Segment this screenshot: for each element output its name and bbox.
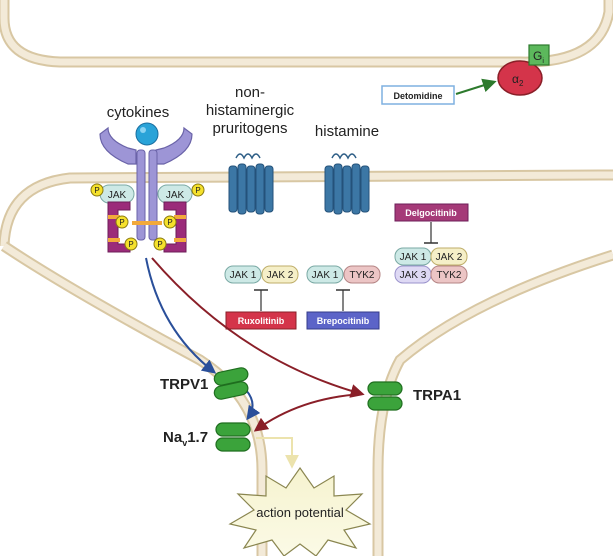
non-histaminergic-label-2: histaminergic (206, 102, 295, 119)
action-potential-burst (228, 466, 372, 556)
detomidine-box: Detomidine (381, 85, 455, 105)
svg-text:P: P (157, 240, 162, 249)
nav17-channel (215, 422, 251, 452)
gpcr-histamine (324, 153, 370, 215)
gpcr-non-histaminergic (228, 153, 274, 215)
svg-text:TYK2: TYK2 (349, 270, 374, 281)
trpv1-channel (213, 367, 249, 400)
non-histaminergic-label-1: non- (235, 84, 265, 101)
arrow-trpv1-to-nav (245, 389, 261, 421)
detomidine-arrow (455, 78, 497, 95)
svg-text:JAK 3: JAK 3 (400, 270, 427, 281)
svg-text:JAK 1: JAK 1 (230, 270, 257, 281)
svg-text:JAK 1: JAK 1 (400, 252, 427, 263)
delgocitinib-kinases: JAK 1 JAK 2 JAK 3 TYK2 (394, 247, 468, 284)
brepocitinib-kinases: JAK 1 TYK2 (306, 265, 381, 284)
axon-left-membrane (0, 241, 268, 556)
svg-text:P: P (94, 186, 99, 195)
svg-text:Delgocitinib: Delgocitinib (405, 208, 457, 218)
phosphate-groups: P P P P P P (90, 183, 205, 251)
delgocitinib-box: Delgocitinib (394, 203, 469, 222)
svg-text:Ruxolitinib: Ruxolitinib (238, 316, 285, 326)
ruxolitinib-kinases: JAK 1 JAK 2 (224, 265, 299, 284)
receptor-jak-right: JAK (157, 184, 193, 204)
arrow-cytokine-to-trpv1 (145, 257, 217, 374)
ruxolitinib-box: Ruxolitinib (225, 311, 297, 330)
nav17-label: Nav1.7 (163, 429, 208, 448)
stat-complex (107, 201, 187, 253)
trpv1-label: TRPV1 (160, 376, 208, 393)
trpa1-channel (367, 381, 403, 411)
svg-text:TYK2: TYK2 (436, 270, 461, 281)
arrow-trpa1-to-nav (253, 393, 363, 432)
arrow-cytokine-to-trpa1 (151, 257, 365, 398)
gi-protein: Gi (528, 44, 550, 66)
svg-text:JAK: JAK (166, 190, 185, 201)
receptor-jak-left: JAK (99, 184, 135, 204)
action-potential-label: action potential (256, 505, 344, 520)
svg-text:JAK 2: JAK 2 (436, 252, 463, 263)
brepocitinib-box: Brepocitinib (306, 311, 380, 330)
svg-text:P: P (119, 218, 124, 227)
upper-cell-membrane (0, 0, 613, 68)
alpha2-label: α2 (512, 72, 524, 88)
non-histaminergic-label-3: pruritogens (212, 120, 287, 137)
svg-text:Brepocitinib: Brepocitinib (317, 316, 370, 326)
svg-text:P: P (128, 240, 133, 249)
arrow-nav-to-action-potential (256, 437, 299, 469)
svg-text:JAK: JAK (108, 190, 127, 201)
alpha2-receptor: α2 (497, 60, 543, 96)
cytokine-receptor (99, 122, 193, 241)
svg-text:JAK 1: JAK 1 (312, 270, 339, 281)
gi-label: Gi (533, 49, 544, 65)
cytokines-label: cytokines (107, 104, 170, 121)
svg-text:JAK 2: JAK 2 (267, 270, 294, 281)
histamine-label: histamine (315, 123, 379, 140)
svg-text:P: P (195, 186, 200, 195)
detomidine-label: Detomidine (393, 91, 442, 101)
trpa1-label: TRPA1 (413, 387, 461, 404)
svg-text:P: P (167, 218, 172, 227)
